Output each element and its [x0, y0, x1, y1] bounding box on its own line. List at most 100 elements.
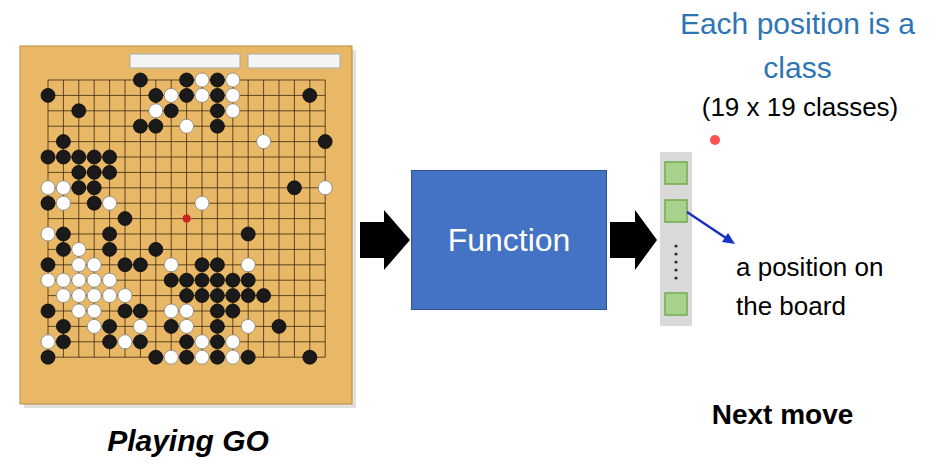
go-stone	[72, 104, 86, 118]
go-stone	[133, 335, 147, 349]
go-stone	[41, 258, 55, 272]
go-stone	[257, 289, 271, 303]
go-stone	[87, 181, 101, 195]
go-stone	[164, 350, 178, 364]
go-stone	[149, 242, 163, 256]
go-stone	[226, 88, 240, 102]
go-stone	[226, 104, 240, 118]
go-stone	[241, 227, 255, 241]
go-stone	[103, 273, 117, 287]
go-stone	[164, 304, 178, 318]
grid-line	[294, 80, 295, 357]
go-stone	[103, 289, 117, 303]
grid-line	[109, 80, 110, 357]
go-stone	[149, 119, 163, 133]
go-stone	[56, 242, 70, 256]
go-stone	[164, 88, 178, 102]
go-stone	[195, 350, 209, 364]
go-stone	[195, 273, 209, 287]
vector-cell	[665, 293, 687, 315]
go-stone	[195, 289, 209, 303]
go-stone	[180, 319, 194, 333]
go-stone	[103, 335, 117, 349]
output-vector	[660, 152, 692, 326]
go-stone	[180, 88, 194, 102]
go-stone	[41, 227, 55, 241]
go-stone	[318, 181, 332, 195]
block-arrow	[610, 210, 657, 270]
go-stone	[241, 289, 255, 303]
pointer-dot	[710, 135, 720, 145]
go-stone	[164, 273, 178, 287]
go-stone	[226, 350, 240, 364]
grid-line	[309, 80, 310, 357]
go-stone	[118, 289, 132, 303]
ellipsis-dot	[674, 276, 677, 279]
callout-text: a position on the board	[736, 248, 926, 326]
go-stone	[226, 304, 240, 318]
go-stone	[41, 273, 55, 287]
go-stone	[241, 319, 255, 333]
go-stone	[210, 88, 224, 102]
go-stone	[41, 150, 55, 164]
go-stone	[72, 150, 86, 164]
go-stone	[180, 273, 194, 287]
grid-line	[325, 80, 326, 357]
board-panel: Playing GO	[18, 40, 358, 415]
go-stone	[133, 319, 147, 333]
go-stone	[72, 242, 86, 256]
go-stone	[210, 119, 224, 133]
go-stone	[241, 273, 255, 287]
ellipsis-dot	[674, 268, 677, 271]
go-stone	[103, 319, 117, 333]
output-caption: Next move	[680, 398, 885, 432]
go-stone	[180, 119, 194, 133]
go-stone	[103, 242, 117, 256]
ellipsis-dot	[674, 260, 677, 263]
last-move-marker	[183, 215, 191, 223]
go-stone	[103, 196, 117, 210]
go-stone	[164, 104, 178, 118]
go-stone	[195, 73, 209, 87]
go-stone	[210, 335, 224, 349]
go-stone	[72, 258, 86, 272]
grid-line	[263, 80, 264, 357]
go-stone	[133, 258, 147, 272]
go-stone	[241, 258, 255, 272]
go-stone	[87, 273, 101, 287]
go-stone	[195, 196, 209, 210]
go-stone	[180, 335, 194, 349]
go-stone	[210, 73, 224, 87]
vector-cell	[665, 162, 687, 184]
ellipsis-dot	[674, 244, 677, 247]
go-stone	[72, 181, 86, 195]
ellipsis-dot	[674, 252, 677, 255]
go-stone	[149, 350, 163, 364]
go-stone	[103, 165, 117, 179]
board-toolbar	[248, 54, 340, 68]
annotation-title: Each position is a class	[675, 2, 920, 89]
go-stone	[287, 181, 301, 195]
go-stone	[41, 350, 55, 364]
grid-line	[279, 80, 280, 357]
go-stone	[226, 289, 240, 303]
stones	[41, 73, 332, 364]
go-stone	[41, 88, 55, 102]
go-stone	[56, 181, 70, 195]
go-stone	[257, 135, 271, 149]
go-stone	[164, 319, 178, 333]
board-grid	[48, 80, 325, 357]
go-stone	[56, 319, 70, 333]
go-stone	[72, 304, 86, 318]
go-stone	[56, 273, 70, 287]
panel-title: Playing GO	[18, 424, 358, 458]
go-stone	[87, 165, 101, 179]
go-stone	[118, 258, 132, 272]
go-stone	[180, 289, 194, 303]
go-stone	[72, 165, 86, 179]
grid-line	[248, 80, 249, 357]
go-stone	[87, 319, 101, 333]
go-stone	[72, 289, 86, 303]
go-stone	[210, 319, 224, 333]
board	[20, 46, 352, 404]
